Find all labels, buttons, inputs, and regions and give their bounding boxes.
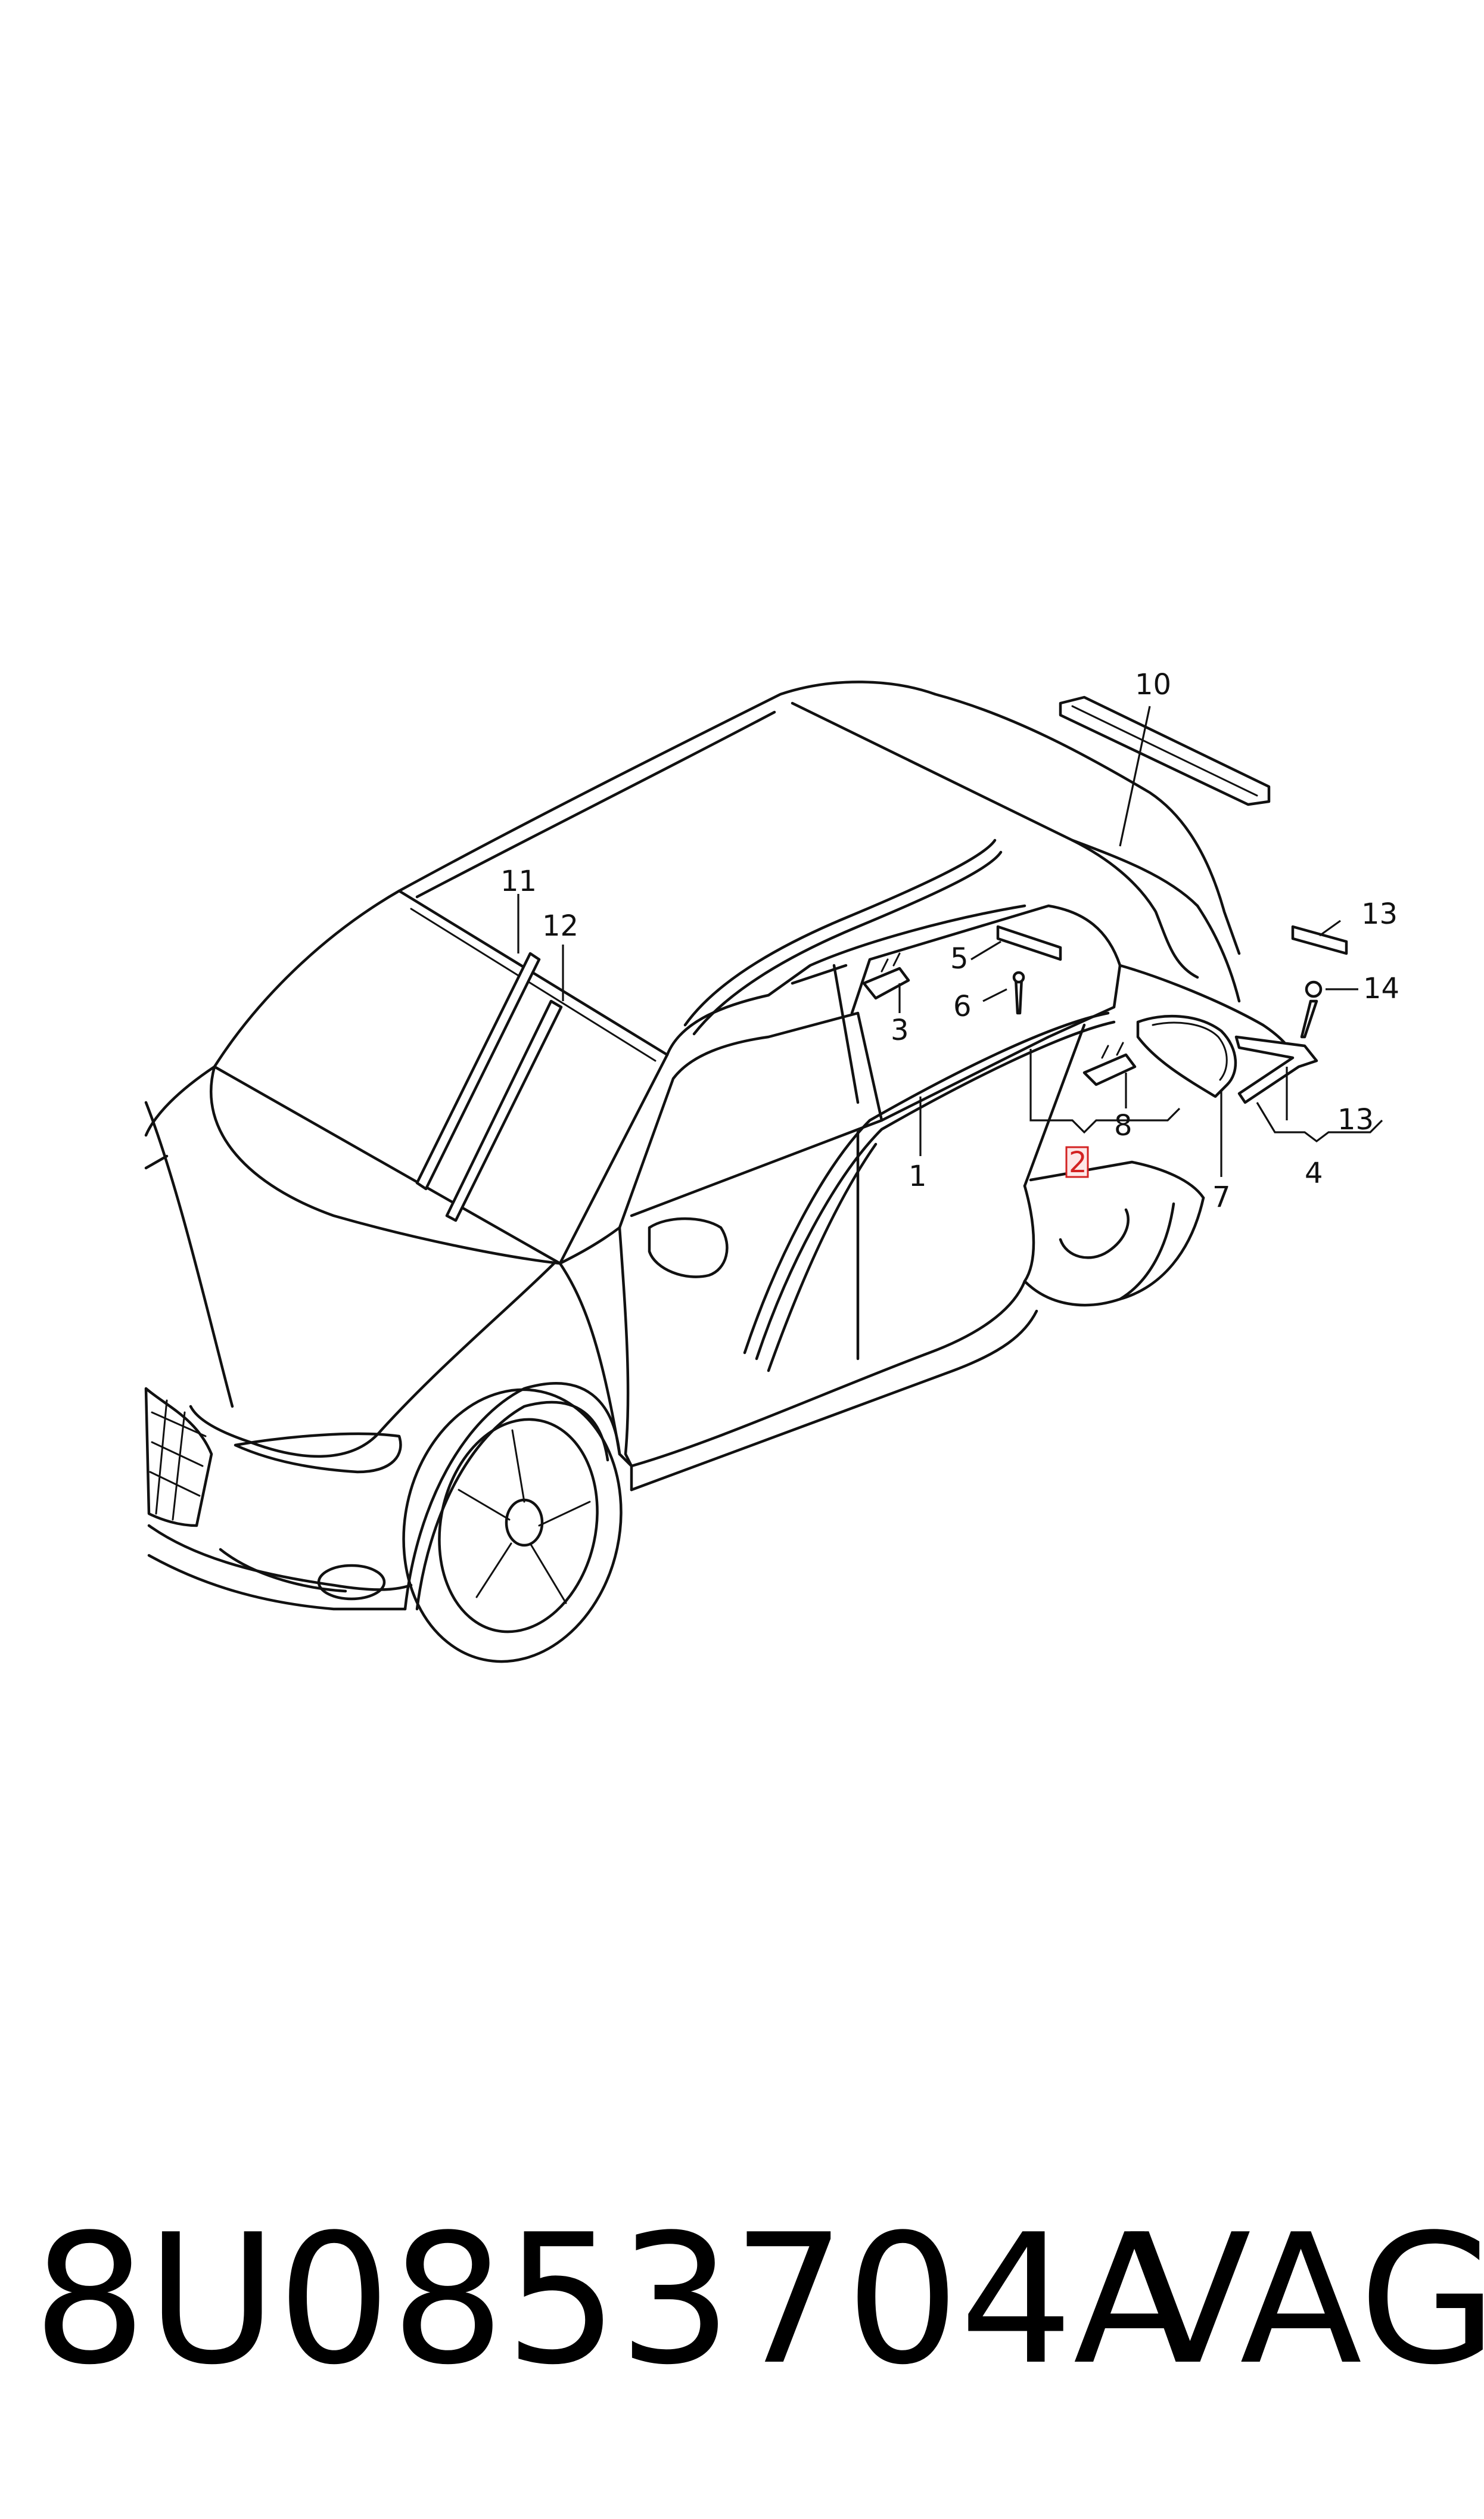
part-4-trim-strip <box>1234 1035 1318 1104</box>
part-6-pin <box>1012 971 1025 1015</box>
callout-2-highlight-box <box>1065 1146 1089 1178</box>
part-7-quarter-window <box>1136 1014 1237 1098</box>
callout-11: 11 <box>500 865 537 898</box>
footer: 8U0853704A VAG <box>0 2205 1484 2419</box>
callout-7: 7 <box>1212 1181 1231 1214</box>
brand-label: VAG <box>1129 2196 1484 2404</box>
callout-10: 10 <box>1135 668 1171 701</box>
callout-1: 1 <box>909 1160 927 1193</box>
part-11-windshield-strip <box>415 952 541 1191</box>
part-number: 8U0853704A <box>33 2196 1196 2404</box>
callout-labels: 10 11 12 13 14 3 5 6 8 1 2 7 4 13 <box>500 668 1399 1214</box>
part-3-clip <box>862 952 910 1000</box>
part-13-clip-upper <box>1291 925 1348 955</box>
callout-6: 6 <box>953 990 972 1023</box>
callout-5: 5 <box>950 942 969 976</box>
part-10-rear-spoiler-strip <box>1059 695 1271 806</box>
part-5-clip <box>996 925 1062 961</box>
part-14-pin <box>1300 980 1323 1039</box>
callout-3: 3 <box>891 1014 909 1047</box>
callout-13-upper: 13 <box>1361 897 1398 931</box>
callout-2: 2 <box>1069 1146 1087 1179</box>
car-body-outline <box>144 681 1301 1663</box>
callout-13-lower: 13 <box>1337 1103 1374 1136</box>
callout-14: 14 <box>1363 972 1399 1005</box>
callout-4: 4 <box>1305 1157 1323 1190</box>
callout-12: 12 <box>542 909 578 943</box>
callout-8: 8 <box>1114 1109 1133 1142</box>
part-12-windshield-strip <box>445 999 563 1222</box>
leader-lines <box>517 706 1383 1177</box>
part-8-clip <box>1082 1042 1137 1086</box>
